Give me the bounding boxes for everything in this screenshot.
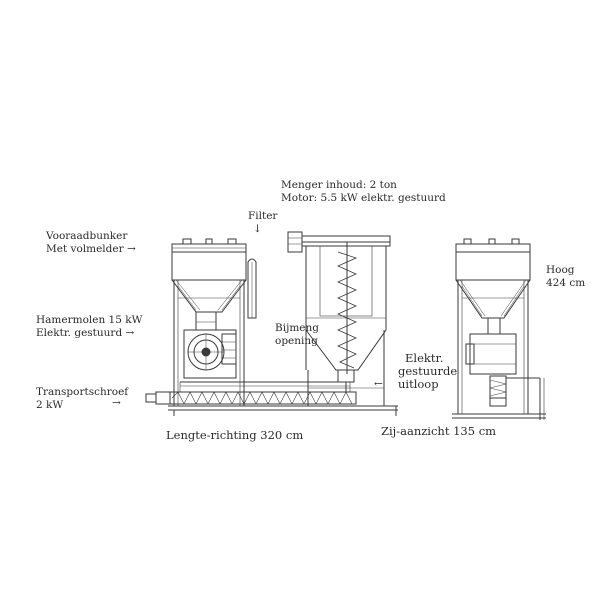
outlet-arrow: ←	[374, 378, 383, 390]
outlet-label-1: Elektr.	[405, 351, 444, 365]
filter-label: Filter	[248, 210, 278, 222]
height-label: Hoog	[546, 264, 575, 276]
mixer-capacity-label: Menger inhoud: 2 ton	[281, 179, 397, 191]
hammer-mill-control-label: Elektr. gestuurd →	[36, 327, 135, 339]
side-view-dimension-label: Zij-aanzicht 135 cm	[381, 424, 497, 438]
hammer-mill	[183, 311, 237, 379]
mixer	[287, 231, 391, 406]
storage-bunker-label: Vooraadbunker	[46, 230, 128, 242]
admix-opening-label-2: opening	[275, 335, 318, 347]
outlet-label-3: uitloop	[398, 377, 439, 391]
transport-screw-power-label: 2 kW	[36, 399, 64, 411]
mixer-motor-label: Motor: 5.5 kW elektr. gestuurd	[281, 192, 446, 204]
height-value: 424 cm	[546, 277, 586, 289]
length-dimension-label: Lengte-richting 320 cm	[166, 428, 304, 442]
transport-screw	[145, 381, 398, 416]
admix-opening-label: Bijmeng	[275, 322, 319, 334]
hammer-mill-label: Hamermolen 15 kW	[36, 314, 143, 326]
storage-bunker-side	[452, 238, 546, 420]
transport-screw-arrow: →	[112, 397, 121, 409]
outlet-label-2: gestuurde	[398, 364, 458, 378]
storage-bunker-front	[171, 238, 247, 406]
level-sensor-label: Met volmelder →	[46, 243, 136, 255]
filter-arrow: ↓	[253, 223, 262, 235]
transport-screw-label: Transportschroef	[36, 386, 129, 398]
filter-tube	[247, 258, 257, 319]
